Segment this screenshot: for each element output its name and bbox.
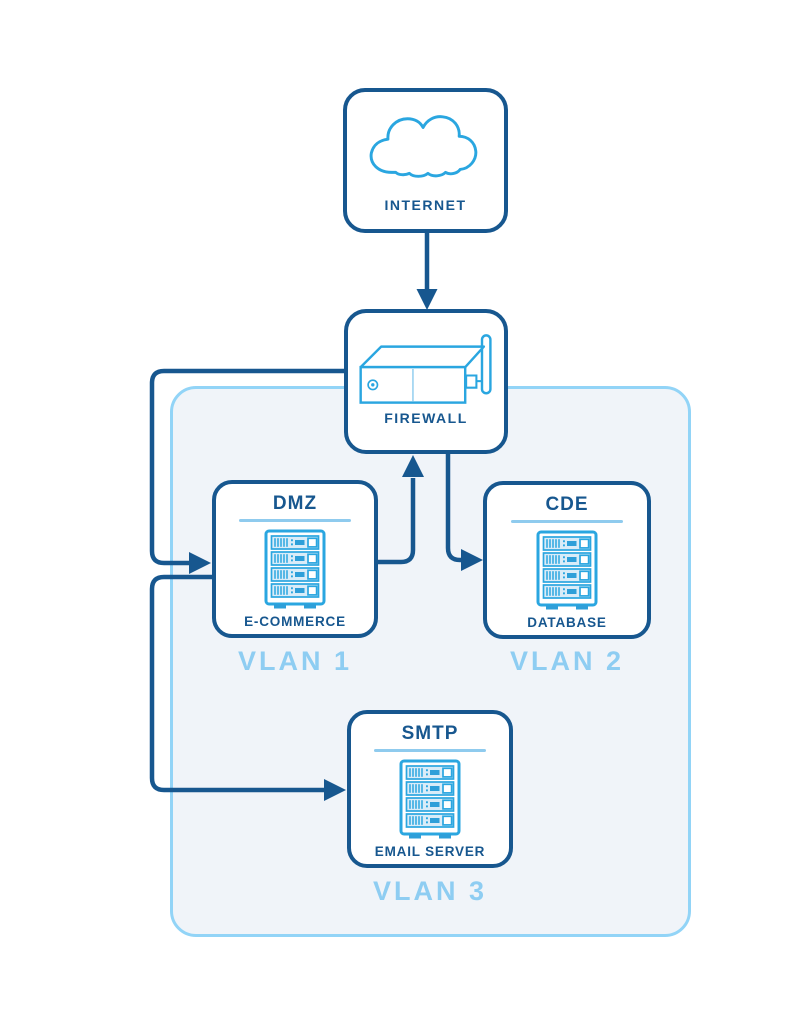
internet-label: INTERNET <box>384 197 467 213</box>
cde-title-rule <box>511 520 623 523</box>
vlan3-label: VLAN 3 <box>372 876 488 906</box>
firewall-label: FIREWALL <box>384 410 468 426</box>
cde-node: CDE DATABASE <box>483 481 651 639</box>
edge-firewall-cde <box>445 454 483 571</box>
firewall-node: FIREWALL <box>344 309 508 454</box>
smtp-title: SMTP <box>401 723 459 744</box>
edge-dmz-smtp <box>149 574 346 801</box>
dmz-node: DMZ E-COMMERCE <box>212 480 378 638</box>
dmz-device-label: E-COMMERCE <box>244 614 346 629</box>
server-rack-icon <box>399 759 461 841</box>
dmz-title-rule <box>239 519 351 522</box>
server-rack-icon <box>264 529 326 611</box>
edge-firewall-dmz <box>149 368 344 574</box>
edge-internet-firewall <box>416 233 438 310</box>
smtp-title-rule <box>374 749 486 752</box>
vlan1-label: VLAN 1 <box>237 646 353 676</box>
edge-dmz-firewall <box>378 455 424 565</box>
vlan2-label: VLAN 2 <box>509 646 625 676</box>
cde-title: CDE <box>545 494 589 515</box>
dmz-title: DMZ <box>272 493 318 514</box>
server-rack-icon <box>536 530 598 612</box>
smtp-device-label: EMAIL SERVER <box>374 844 486 859</box>
cde-device-label: DATABASE <box>527 615 607 630</box>
internet-node: INTERNET <box>343 88 508 233</box>
cloud-icon <box>369 115 477 178</box>
smtp-node: SMTP EMAIL SERVER <box>347 710 513 868</box>
firewall-appliance-icon <box>359 334 492 404</box>
